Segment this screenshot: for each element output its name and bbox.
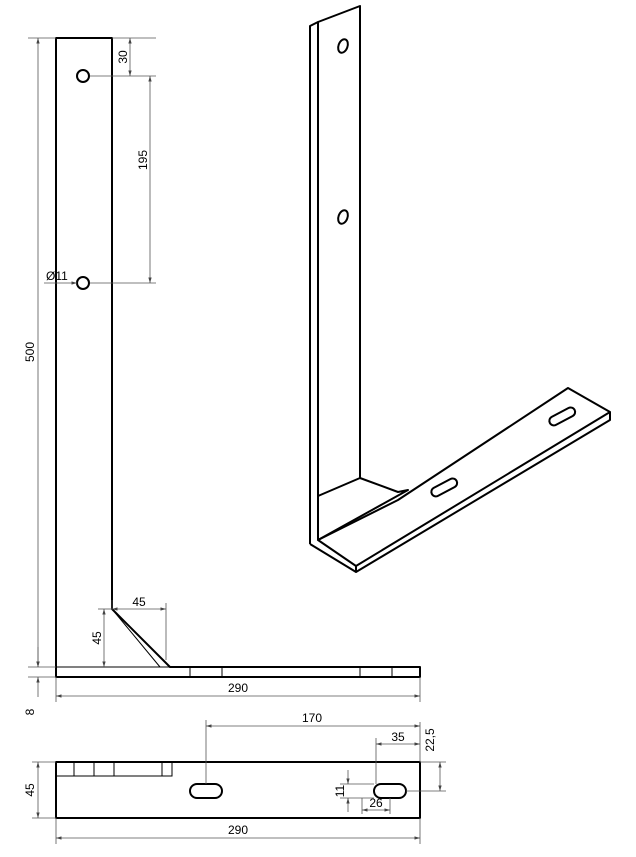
front-view: 500 8 30 195 Ø11 45 45 290 (23, 37, 421, 715)
dim-26: 26 (369, 796, 383, 810)
iso-hole-lower (337, 209, 349, 225)
dim-11: 11 (333, 784, 347, 797)
dim-width: 45 (23, 783, 37, 797)
dim-290: 290 (228, 681, 248, 695)
iso-vertical-front-face (317, 5, 361, 497)
dim-170: 170 (302, 711, 322, 725)
iso-gusset (317, 477, 409, 541)
top-view-outline (55, 761, 421, 819)
iso-vertical-side-face (309, 21, 319, 544)
dim-22-5: 22,5 (423, 728, 437, 752)
gusset-line (111, 608, 161, 668)
dim-30: 30 (116, 50, 130, 64)
hole-lower (76, 276, 90, 290)
dim-500: 500 (23, 342, 37, 362)
dim-gusset-v: 45 (90, 631, 104, 645)
dim-diameter: Ø11 (46, 269, 68, 283)
dim-290-bottom: 290 (228, 823, 248, 837)
iso-slot-right (548, 406, 577, 427)
vertical-leg-section (56, 762, 173, 777)
front-view-outline (55, 37, 421, 678)
iso-hole-upper (337, 38, 349, 54)
iso-horizontal-thickness (309, 412, 611, 573)
isometric-view (309, 5, 611, 573)
slot-left (189, 783, 223, 799)
top-view: 170 35 22,5 45 11 26 290 (23, 711, 446, 844)
hole-upper (76, 69, 90, 83)
iso-slot-left (430, 477, 459, 498)
iso-horizontal-top-face (317, 387, 611, 567)
dim-35: 35 (391, 730, 405, 744)
dim-gusset-h: 45 (132, 595, 146, 609)
dim-8: 8 (23, 708, 37, 715)
dim-195: 195 (136, 150, 150, 170)
